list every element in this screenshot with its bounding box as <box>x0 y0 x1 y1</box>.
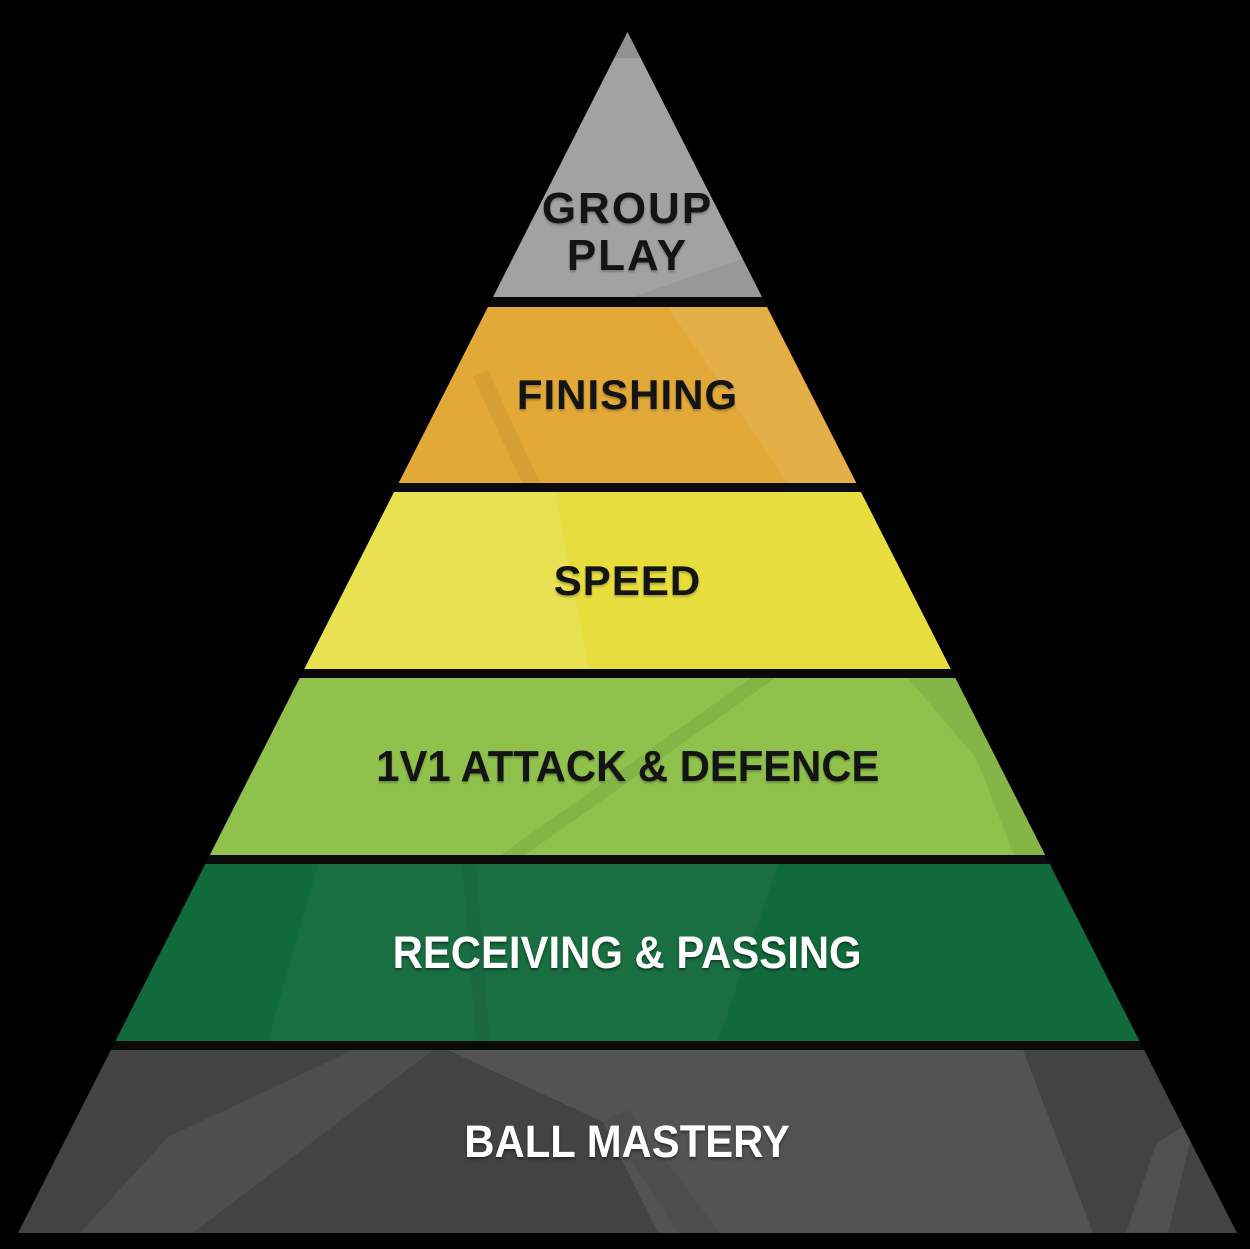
level-divider <box>18 855 1237 864</box>
skills-pyramid: GROUP PLAY FINISHING SPEED 1V1 ATTACK & … <box>18 32 1237 1233</box>
pyramid-level-finishing: FINISHING <box>18 307 1237 483</box>
level-divider <box>18 483 1237 492</box>
level-divider <box>18 669 1237 678</box>
level-label-group-play: GROUP PLAY <box>542 185 713 297</box>
pyramid-level-speed: SPEED <box>18 492 1237 669</box>
pyramid-level-receiving-passing: RECEIVING & PASSING <box>18 864 1237 1041</box>
level-label-finishing: FINISHING <box>516 371 739 418</box>
level-label-line: PLAY <box>566 231 689 280</box>
level-label-receiving-passing: RECEIVING & PASSING <box>393 926 862 978</box>
level-divider <box>18 297 1237 307</box>
level-label-line: GROUP <box>541 184 714 233</box>
level-label-1v1-attack-defence: 1V1 ATTACK & DEFENCE <box>375 741 880 791</box>
level-divider <box>18 1041 1237 1050</box>
pyramid-level-ball-mastery: BALL MASTERY <box>18 1050 1237 1233</box>
level-label-speed: SPEED <box>553 556 702 604</box>
level-label-ball-mastery: BALL MASTERY <box>464 1115 791 1167</box>
pyramid-level-1v1-attack-defence: 1V1 ATTACK & DEFENCE <box>18 678 1237 855</box>
pyramid-level-group-play: GROUP PLAY <box>18 32 1237 297</box>
